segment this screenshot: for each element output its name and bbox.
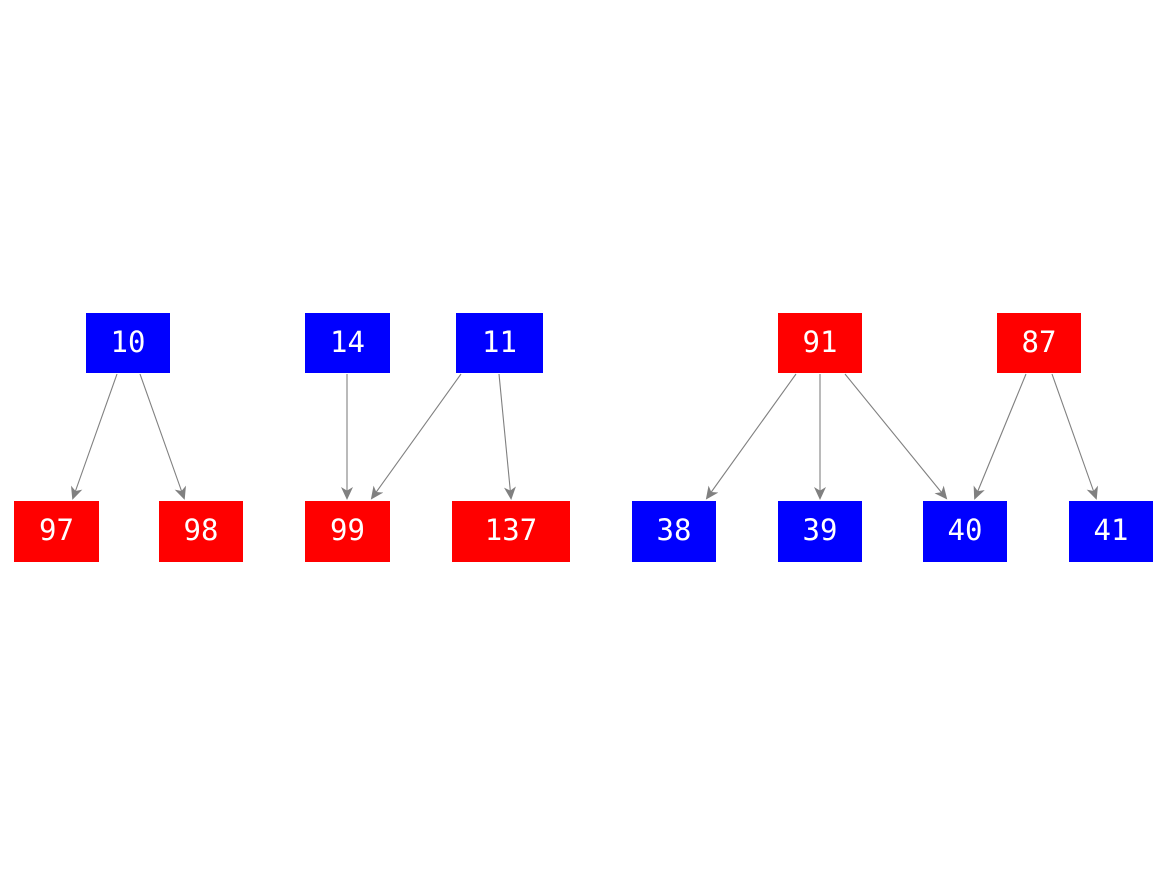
graph-node-label: 137 [484, 513, 538, 547]
graph-node-40[interactable]: 40 [923, 501, 1007, 562]
graph-node-label: 38 [656, 513, 692, 547]
graph-node-label: 91 [802, 324, 838, 359]
graph-edge [973, 373, 1027, 500]
graph-edge [705, 373, 797, 500]
graph-node-label: 14 [330, 324, 365, 359]
graph-node-99[interactable]: 99 [305, 501, 390, 562]
graph-node-label: 41 [1093, 513, 1129, 547]
graph-node-14[interactable]: 14 [305, 313, 390, 373]
graph-node-10[interactable]: 10 [86, 313, 170, 373]
graph-node-38[interactable]: 38 [632, 501, 716, 562]
graph-edge [1051, 373, 1098, 500]
graph-node-41[interactable]: 41 [1069, 501, 1153, 562]
graph-node-98[interactable]: 98 [159, 501, 243, 562]
graph-edge [139, 373, 186, 500]
graph-node-label: 99 [330, 513, 365, 547]
graph-node-label: 39 [802, 513, 838, 547]
graph-edge [71, 373, 118, 500]
graph-node-91[interactable]: 91 [778, 313, 862, 373]
edge-group [71, 373, 1098, 500]
graph-node-label: 98 [183, 513, 219, 547]
graph-node-39[interactable]: 39 [778, 501, 862, 562]
graph-edge [370, 373, 462, 500]
graph-node-label: 40 [947, 513, 983, 547]
graph-node-137[interactable]: 137 [452, 501, 570, 562]
graph-node-11[interactable]: 11 [456, 313, 543, 373]
graph-node-label: 87 [1021, 324, 1057, 359]
graph-node-label: 97 [39, 513, 74, 547]
graph-edge [844, 373, 948, 500]
graph-node-97[interactable]: 97 [14, 501, 99, 562]
graph-node-87[interactable]: 87 [997, 313, 1081, 373]
graph-node-label: 11 [482, 324, 517, 359]
graph-node-label: 10 [110, 324, 146, 359]
graph-edge [498, 373, 516, 500]
